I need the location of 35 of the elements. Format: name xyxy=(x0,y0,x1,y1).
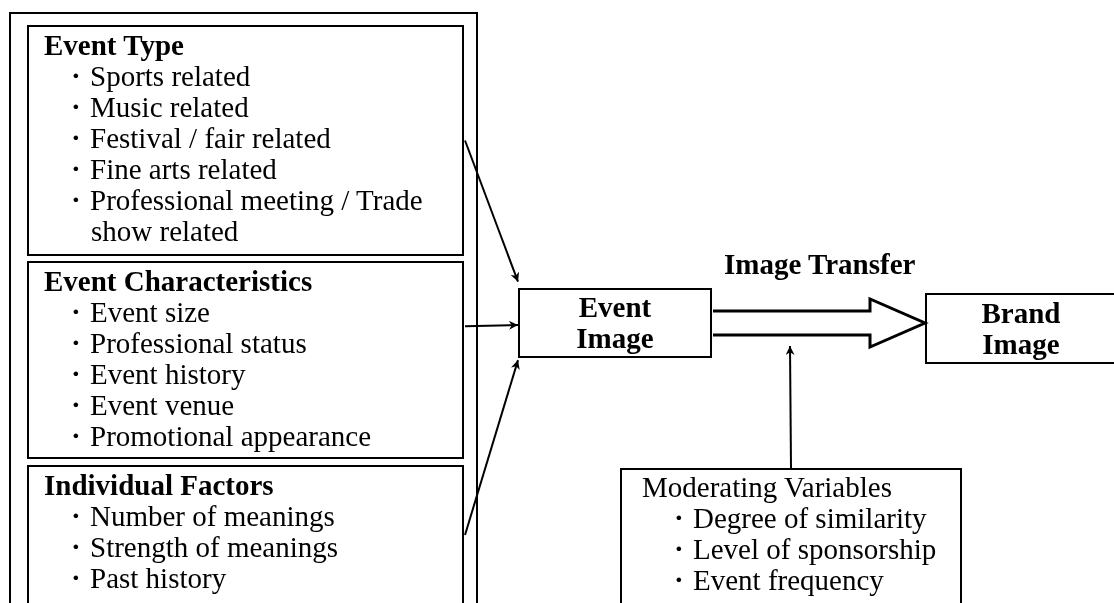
category-box xyxy=(27,25,464,256)
node-label: Brand Image xyxy=(980,297,1062,360)
process-box xyxy=(925,293,1114,364)
list-item: ・Past history xyxy=(61,563,227,594)
list-item: ・Strength of meanings xyxy=(61,532,340,563)
list-item: ・Sports related xyxy=(61,61,252,92)
box-heading: Moderating Variables xyxy=(642,472,893,503)
list-item: ・Fine arts related xyxy=(61,154,278,185)
list-item: ・Level of sponsorship xyxy=(664,534,938,565)
edge-label: Image Transfer xyxy=(724,248,916,281)
list-item: ・Event size xyxy=(61,297,211,328)
box-heading: Event Characteristics xyxy=(44,266,314,297)
list-item: ・Event history xyxy=(61,359,247,390)
process-box xyxy=(518,288,712,358)
list-item: ・Event venue xyxy=(61,390,235,421)
moderator-box xyxy=(620,468,962,603)
node-label: Event Image xyxy=(575,292,655,354)
list-item: ・Music related xyxy=(61,92,250,123)
box-heading: Individual Factors xyxy=(44,470,275,501)
list-item: ・Professional meeting / Trade show related xyxy=(61,185,424,247)
list-item: ・Promotional appearance xyxy=(61,421,373,452)
arrow xyxy=(785,345,795,469)
group-frame xyxy=(9,12,478,603)
category-box xyxy=(27,465,464,603)
list-item: ・Number of meanings xyxy=(61,501,336,532)
arrow xyxy=(464,359,520,536)
list-item: ・Professional status xyxy=(61,328,308,359)
list-item: ・Festival / fair related xyxy=(61,123,332,154)
box-heading: Event Type xyxy=(44,30,185,61)
list-item: ・Event frequency xyxy=(664,565,884,596)
arrow xyxy=(464,139,520,283)
block-arrow xyxy=(711,296,929,350)
category-box xyxy=(27,261,464,459)
arrow xyxy=(464,320,519,330)
list-item: ・Degree of similarity xyxy=(664,503,928,534)
